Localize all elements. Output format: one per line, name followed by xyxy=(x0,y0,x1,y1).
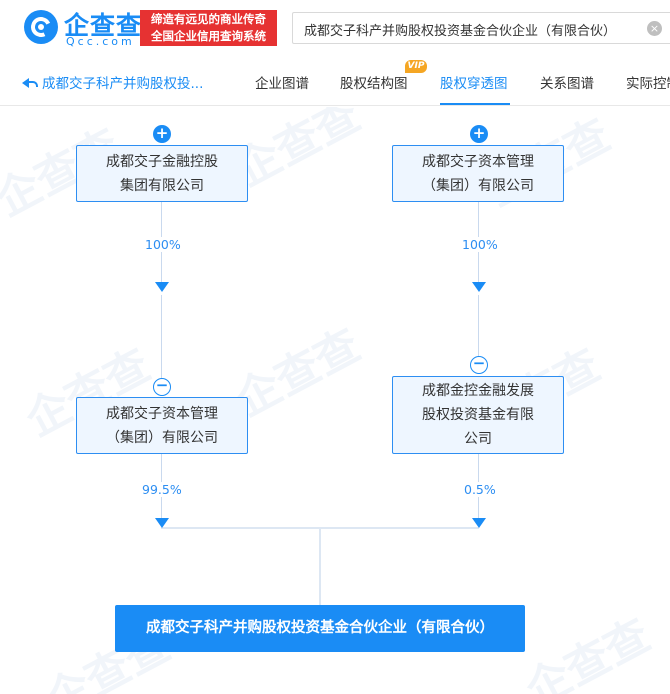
node-line: （集团）有限公司 xyxy=(106,429,218,446)
slogan-line-2: 全国企业信用查询系统 xyxy=(151,29,266,43)
node-jinkong-fund[interactable]: 成都金控金融发展 股权投资基金有限 公司 xyxy=(392,376,564,454)
target-company-node[interactable]: 成都交子科产并购股权投资基金合伙企业（有限合伙） xyxy=(115,605,525,652)
collapse-minus-icon[interactable]: − xyxy=(153,378,171,396)
back-arrow-icon[interactable] xyxy=(22,77,38,89)
down-arrow-icon xyxy=(472,518,486,528)
down-arrow-icon xyxy=(155,282,169,292)
tab-relation-graph[interactable]: 关系图谱 xyxy=(540,76,594,92)
edge-line xyxy=(161,295,162,380)
down-arrow-icon xyxy=(472,282,486,292)
edge-line xyxy=(478,295,479,357)
nav-tabs: 成都交子科产并购股权投... 企业图谱 股权结构图 VIP 股权穿透图 关系图谱… xyxy=(0,58,670,106)
logo-domain: Qcc.com xyxy=(66,35,135,48)
tab-equity-penetration[interactable]: 股权穿透图 xyxy=(440,76,508,92)
tab-actual-control[interactable]: 实际控制 xyxy=(626,76,670,92)
node-line: 公司 xyxy=(464,431,492,447)
share-percent: 0.5% xyxy=(462,482,498,497)
back-link[interactable]: 成都交子科产并购股权投... xyxy=(22,72,203,92)
node-line: （集团）有限公司 xyxy=(422,177,534,194)
tab-equity-structure[interactable]: 股权结构图 xyxy=(340,76,408,92)
share-percent: 100% xyxy=(460,237,500,252)
node-line: 成都交子资本管理 xyxy=(422,153,534,170)
slogan-line-1: 缔造有远见的商业传奇 xyxy=(151,12,266,26)
qcc-logo-icon[interactable] xyxy=(24,10,58,44)
logo-text[interactable]: 企查查 xyxy=(64,11,143,40)
node-jiaozi-capital-top[interactable]: 成都交子资本管理 （集团）有限公司 xyxy=(392,145,564,202)
equity-penetration-graph[interactable]: 企查查 企查查 企查查 企查查 企查查 企查查 企查查 企查查 + 成都交子金融… xyxy=(0,107,670,694)
edge-line xyxy=(319,528,321,606)
expand-plus-icon[interactable]: + xyxy=(153,125,171,143)
node-line: 成都交子金融控股 xyxy=(106,153,218,170)
collapse-minus-icon[interactable]: − xyxy=(470,356,488,374)
clear-icon[interactable]: × xyxy=(647,21,662,36)
watermark: 企查查 xyxy=(517,609,659,694)
tab-enterprise-graph[interactable]: 企业图谱 xyxy=(255,76,309,92)
node-jiaozi-capital-mid[interactable]: 成都交子资本管理 （集团）有限公司 xyxy=(76,397,248,454)
vip-badge: VIP xyxy=(405,60,427,73)
down-arrow-icon xyxy=(155,518,169,528)
share-percent: 99.5% xyxy=(140,482,184,497)
active-tab-indicator xyxy=(440,103,510,105)
back-label[interactable]: 成都交子科产并购股权投... xyxy=(42,76,204,92)
slogan-banner: 缔造有远见的商业传奇 全国企业信用查询系统 xyxy=(140,10,277,46)
node-line: 股权投资基金有限 xyxy=(422,407,534,423)
search-value[interactable]: 成都交子科产并购股权投资基金合伙企业（有限合伙） xyxy=(304,24,617,39)
search-input[interactable]: 成都交子科产并购股权投资基金合伙企业（有限合伙） × xyxy=(292,12,670,44)
node-jiaozi-financial-holding[interactable]: 成都交子金融控股 集团有限公司 xyxy=(76,145,248,202)
share-percent: 100% xyxy=(143,237,183,252)
node-line: 集团有限公司 xyxy=(120,177,204,194)
node-line: 成都交子资本管理 xyxy=(106,405,218,422)
top-header: 企查查 Qcc.com 缔造有远见的商业传奇 全国企业信用查询系统 成都交子科产… xyxy=(0,0,670,56)
expand-plus-icon[interactable]: + xyxy=(470,125,488,143)
node-line: 成都金控金融发展 xyxy=(422,383,534,399)
